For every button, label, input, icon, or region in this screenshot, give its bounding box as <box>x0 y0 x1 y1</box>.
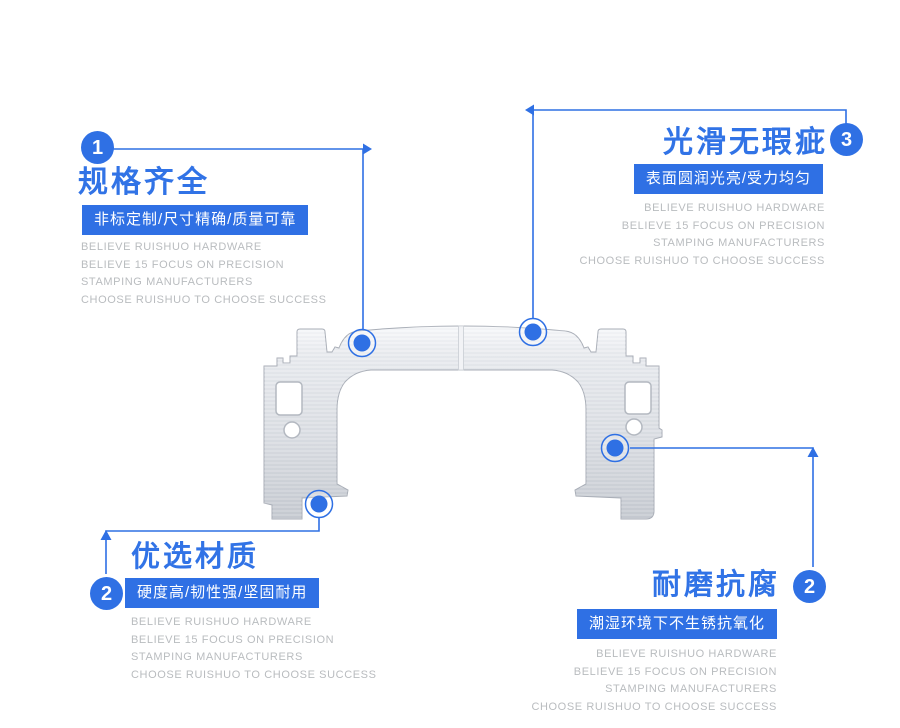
marker-dot-2 <box>304 489 334 519</box>
feature-badge-1: 1 <box>81 131 114 164</box>
desc-line: STAMPING MANUFACTURERS <box>131 651 303 663</box>
arrowhead-3 <box>525 104 534 116</box>
feature-highlight-smooth: 表面圆润光亮/受力均匀 <box>633 164 823 194</box>
feature-desc-wear: BELIEVE RUISHUO HARDWARE BELIEVE 15 FOCU… <box>531 646 777 716</box>
desc-line: STAMPING MANUFACTURERS <box>81 276 253 288</box>
feature-title-spec: 规格齐全 <box>78 166 210 199</box>
desc-line: BELIEVE RUISHUO HARDWARE <box>131 616 312 628</box>
right-round-hole <box>625 418 643 436</box>
marker-dot-3 <box>518 317 548 347</box>
marker-dot-1 <box>347 328 377 358</box>
desc-line: BELIEVE RUISHUO HARDWARE <box>81 241 262 253</box>
left-rect-cutout <box>275 381 303 416</box>
feature-title-wear: 耐磨抗腐 <box>651 569 780 601</box>
desc-line: BELIEVE 15 FOCUS ON PRECISION <box>131 633 335 646</box>
bracket-part <box>263 325 663 520</box>
arrowhead-4 <box>807 447 819 457</box>
feature-title-smooth: 光滑无瑕疵 <box>663 126 828 159</box>
arrowhead-1 <box>363 143 372 155</box>
desc-line: CHOOSE RUISHUO TO CHOOSE SUCCESS <box>531 700 777 713</box>
connector-line-3 <box>532 109 847 319</box>
feature-badge-2-right: 2 <box>793 570 826 603</box>
feature-badge-3: 3 <box>830 123 863 156</box>
desc-line: CHOOSE RUISHUO TO CHOOSE SUCCESS <box>131 668 377 681</box>
desc-line: CHOOSE RUISHUO TO CHOOSE SUCCESS <box>81 293 327 306</box>
desc-line: BELIEVE 15 FOCUS ON PRECISION <box>621 219 825 232</box>
desc-line: CHOOSE RUISHUO TO CHOOSE SUCCESS <box>579 254 825 267</box>
marker-dot-4 <box>600 433 630 463</box>
connector-line-2 <box>105 517 320 574</box>
feature-desc-spec: BELIEVE RUISHUO HARDWARE BELIEVE 15 FOCU… <box>81 239 327 309</box>
feature-highlight-material: 硬度高/韧性强/坚固耐用 <box>125 578 320 608</box>
feature-desc-material: BELIEVE RUISHUO HARDWARE BELIEVE 15 FOCU… <box>131 614 377 684</box>
right-rect-cutout <box>624 381 652 415</box>
feature-highlight-wear: 潮湿环境下不生锈抗氧化 <box>576 609 777 639</box>
desc-line: STAMPING MANUFACTURERS <box>605 683 777 695</box>
desc-line: BELIEVE 15 FOCUS ON PRECISION <box>573 665 777 678</box>
desc-line: STAMPING MANUFACTURERS <box>653 237 825 249</box>
beam-center-seam <box>458 325 464 371</box>
feature-desc-smooth: BELIEVE RUISHUO HARDWARE BELIEVE 15 FOCU… <box>579 200 825 270</box>
desc-line: BELIEVE RUISHUO HARDWARE <box>596 648 777 660</box>
feature-highlight-spec: 非标定制/尺寸精确/质量可靠 <box>82 205 309 235</box>
desc-line: BELIEVE RUISHUO HARDWARE <box>644 202 825 214</box>
feature-badge-2-left: 2 <box>90 577 123 610</box>
feature-title-material: 优选材质 <box>131 541 260 573</box>
arrowhead-2 <box>100 530 112 540</box>
desc-line: BELIEVE 15 FOCUS ON PRECISION <box>81 258 285 271</box>
left-round-hole <box>283 421 301 439</box>
connector-line-4 <box>630 447 814 567</box>
